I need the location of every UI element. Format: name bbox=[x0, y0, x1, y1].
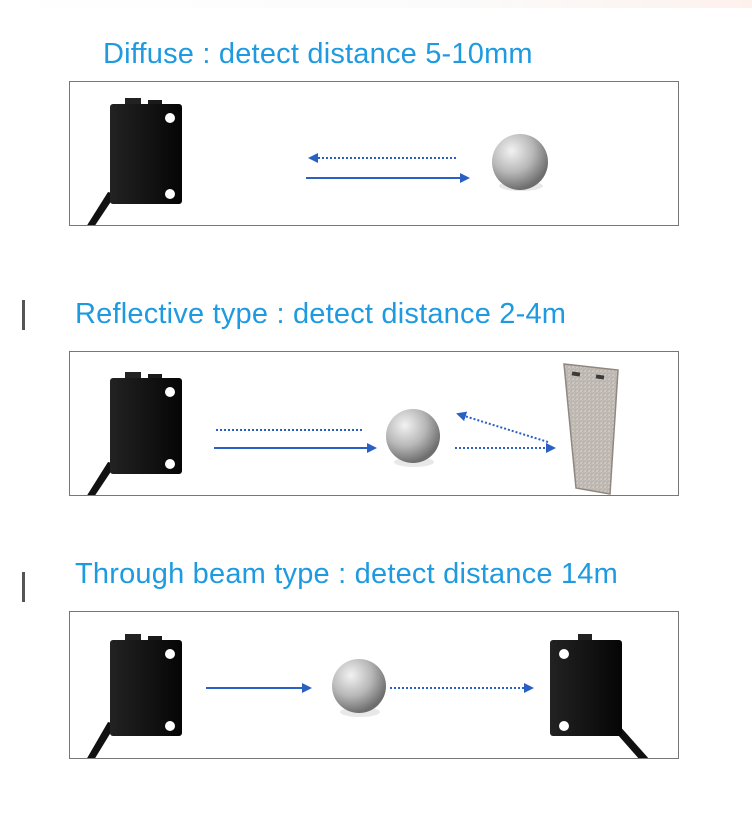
photoelectric-sensor-icon bbox=[87, 634, 182, 758]
target-ball-icon bbox=[332, 659, 386, 717]
reflective-title: Reflective type : detect distance 2-4m bbox=[75, 298, 567, 330]
reflector-plate-icon bbox=[563, 363, 619, 495]
target-ball-icon bbox=[386, 409, 440, 467]
reflective-panel bbox=[69, 351, 679, 496]
diffuse-title: Diffuse : detect distance 5-10mm bbox=[103, 38, 533, 70]
photoelectric-sensor-icon bbox=[550, 634, 649, 758]
diffuse-panel bbox=[69, 81, 679, 226]
through-beam-panel bbox=[69, 611, 679, 759]
target-ball-icon bbox=[492, 134, 548, 191]
beam-arrow-icon bbox=[214, 411, 556, 453]
top-strip bbox=[0, 0, 752, 8]
beam-arrow-icon bbox=[306, 153, 470, 183]
section-marker bbox=[22, 300, 25, 330]
section-marker bbox=[22, 572, 25, 602]
photoelectric-sensor-icon bbox=[87, 98, 182, 225]
photoelectric-sensor-icon bbox=[87, 372, 182, 495]
through-beam-title: Through beam type : detect distance 14m bbox=[75, 558, 618, 590]
